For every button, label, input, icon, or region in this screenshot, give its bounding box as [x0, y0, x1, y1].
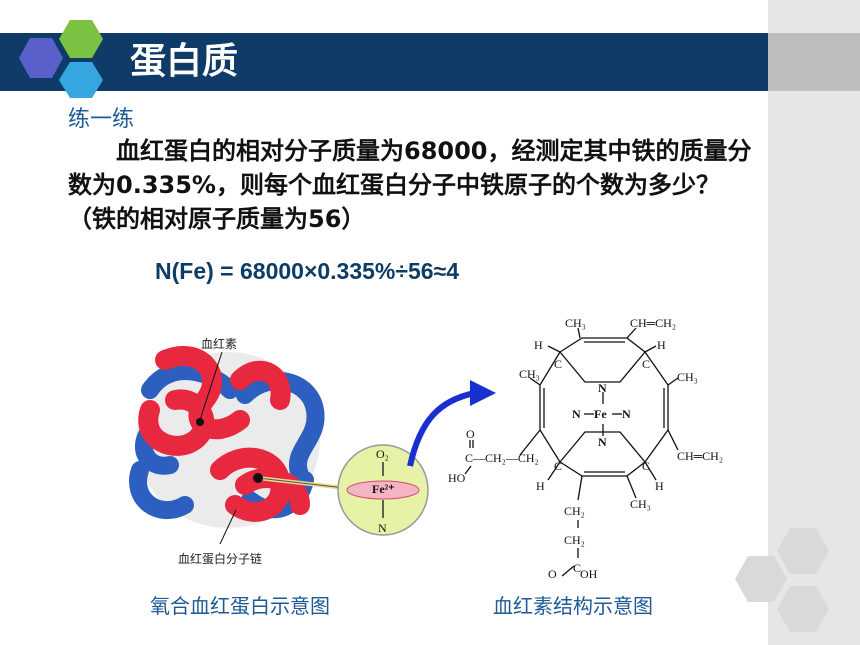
hexagon-decoration-icon: [735, 528, 829, 632]
atom-c-cooh: C: [573, 561, 581, 575]
hexagon-logo-icon: [19, 20, 103, 98]
atom-h-tl: H: [534, 338, 543, 352]
atom-ch2-1: CH₂: [564, 504, 585, 518]
problem-paragraph: 血红蛋白的相对分子质量为68000，经测定其中铁的质量分数为0.335%，则每个…: [68, 134, 758, 236]
atom-n-bottom: N: [598, 435, 607, 449]
atom-ch3-left: CH₃: [519, 367, 540, 381]
atom-o-carboxyl: O: [466, 427, 475, 441]
atom-ch3-right: CH₃: [677, 370, 698, 384]
label-heme: 血红素: [201, 336, 237, 351]
label-n: N: [378, 521, 387, 535]
label-o2: O₂: [376, 447, 389, 461]
atom-n-left: N: [572, 407, 581, 421]
atom-vinyl-top: CH═CH₂: [630, 316, 676, 330]
atom-fe: Fe: [594, 407, 607, 421]
atom-o-bottom: O: [548, 567, 557, 581]
label-fe2: Fe²⁺: [372, 482, 395, 496]
heme-structure-bonds: [464, 327, 679, 577]
atom-h-tr: H: [657, 338, 666, 352]
caption-protein: 氧合血红蛋白示意图: [150, 594, 330, 618]
atom-c-tl: C: [554, 357, 562, 371]
atom-n-right: N: [622, 407, 631, 421]
atom-ch3-bottom: CH₃: [630, 497, 651, 511]
atom-ch2-2: CH₂: [564, 533, 585, 547]
label-chain: 血红蛋白分子链: [178, 551, 262, 566]
atom-c-br: C: [642, 459, 650, 473]
title-bar-gray-end: [768, 33, 860, 91]
atom-h-bl: H: [536, 479, 545, 493]
slide-title: 蛋白质: [130, 41, 239, 82]
section-label: 练一练: [68, 107, 135, 132]
hemoglobin-illustration: [129, 346, 496, 545]
solution-formula: N(Fe) = 68000×0.335%÷56≈4: [155, 258, 459, 284]
caption-heme: 血红素结构示意图: [493, 594, 653, 618]
problem-text: 血红蛋白的相对分子质量为68000，经测定其中铁的质量分数为0.335%，则每个…: [68, 137, 752, 233]
atom-c-bl: C: [554, 459, 562, 473]
atom-ho: HO: [448, 471, 466, 485]
atom-ch3-top: CH₃: [565, 316, 586, 330]
atom-h-br: H: [655, 479, 664, 493]
atom-oh: OH: [580, 567, 598, 581]
atom-chain-left: C—CH₂—CH₂: [465, 451, 539, 465]
atom-vinyl-right: CH═CH₂: [677, 449, 723, 463]
atom-n-top: N: [598, 381, 607, 395]
atom-c-tr: C: [642, 357, 650, 371]
title-bar: [0, 33, 768, 91]
